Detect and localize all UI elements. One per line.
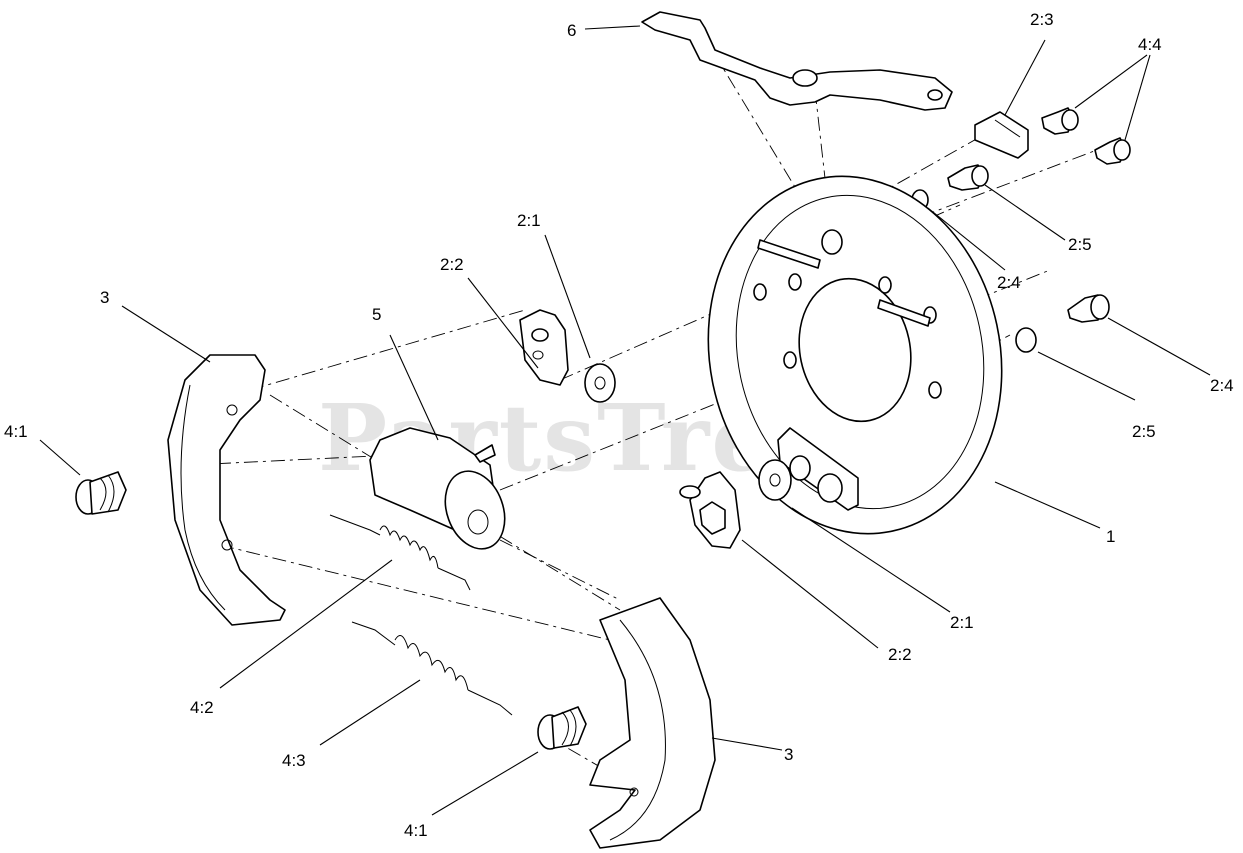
callout-2-1-lower: 2:1 (950, 613, 974, 632)
backing-plate (707, 175, 1003, 535)
adjuster-arm (641, 11, 953, 111)
bolt-upper (1041, 107, 1079, 135)
callout-3-right: 3 (784, 745, 793, 764)
callout-2-5-upper: 2:5 (1068, 235, 1092, 254)
leader-lines (39, 25, 1211, 816)
callout-2-1-upper: 2:1 (517, 211, 541, 230)
brake-shoe-right (589, 597, 716, 849)
callout-4-1-left: 4:1 (4, 422, 28, 441)
return-spring-upper (329, 514, 471, 591)
callout-2-2-upper: 2:2 (440, 255, 464, 274)
callout-2-4-upper: 2:4 (997, 273, 1021, 292)
brake-shoe-left (167, 354, 286, 626)
bolt-mid (947, 164, 989, 191)
return-spring-lower (351, 621, 513, 716)
bolt-right (1067, 294, 1110, 323)
callout-2-2-lower: 2:2 (888, 645, 912, 664)
callout-2-4-right: 2:4 (1210, 376, 1234, 395)
adjuster-block (974, 111, 1029, 159)
washer-right (1015, 327, 1037, 353)
callout-4-4: 4:4 (1138, 35, 1162, 54)
wheel-cylinder (369, 427, 506, 550)
adjuster-cam-lower (679, 471, 741, 549)
callout-2-3: 2:3 (1030, 10, 1054, 29)
callout-2-5-right: 2:5 (1132, 422, 1156, 441)
adjuster-cam-upper (519, 309, 569, 386)
callout-5: 5 (372, 305, 381, 324)
hold-down-spring-left (75, 471, 127, 515)
callout-4-1-bottom: 4:1 (404, 821, 428, 840)
hold-down-spring-bottom (537, 706, 587, 750)
callout-3-left: 3 (100, 288, 109, 307)
callout-labels: 6 2:3 4:4 2:1 2:2 3 5 2:5 2:4 2:4 4:1 2:… (4, 10, 1234, 840)
callout-6: 6 (567, 21, 576, 40)
callout-4-3: 4:3 (282, 751, 306, 770)
bolt-lower (1094, 137, 1131, 165)
callout-1: 1 (1106, 527, 1115, 546)
callout-4-2: 4:2 (190, 698, 214, 717)
